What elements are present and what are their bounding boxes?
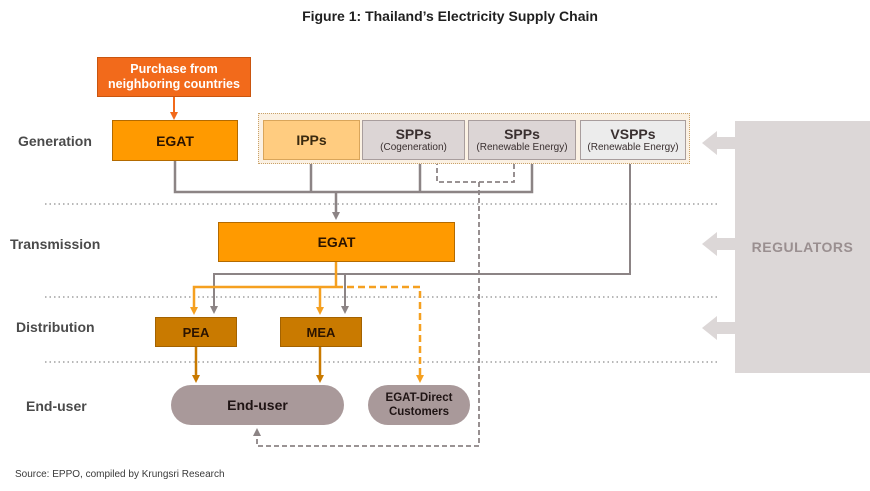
arrow-egat-to-pea	[190, 285, 336, 315]
vspps-renewable-subtitle: (Renewable Energy)	[587, 142, 679, 153]
spps-renewable-title: SPPs	[504, 126, 540, 142]
pea-box: PEA	[155, 317, 237, 347]
figure-title: Figure 1: Thailand’s Electricity Supply …	[302, 8, 598, 24]
spps-cogeneration-title: SPPs	[395, 126, 432, 142]
ipps-box: IPPs	[263, 120, 360, 160]
regulator-arrow-distribution	[702, 316, 735, 340]
stage-label-transmission: Transmission	[10, 236, 101, 252]
purchase-from-neighbors-box: Purchase from neighboring countries	[97, 57, 251, 97]
regulator-arrow-generation	[702, 131, 735, 155]
egat-generation-box: EGAT	[112, 120, 238, 161]
egat-transmission-box: EGAT	[218, 222, 455, 262]
spps-cogeneration-subtitle: (Cogeneration)	[380, 142, 447, 153]
vspps-renewable-box: VSPPs (Renewable Energy)	[580, 120, 686, 160]
arrow-egat-to-direct	[336, 285, 424, 383]
spps-renewable-box: SPPs (Renewable Energy)	[468, 120, 576, 160]
regulators-box: REGULATORS	[735, 121, 870, 373]
stage-label-distribution: Distribution	[16, 319, 95, 335]
mea-box: MEA	[280, 317, 362, 347]
spps-dashed-loop	[436, 160, 515, 183]
vspps-to-distribution-line	[210, 160, 631, 314]
regulator-arrow-transmission	[702, 232, 735, 256]
egat-direct-customers-box: EGAT-Direct Customers	[368, 385, 470, 425]
vspps-renewable-title: VSPPs	[610, 126, 656, 142]
spps-direct-dashed-line	[253, 182, 480, 447]
generation-bus-line	[173, 160, 534, 194]
spps-renewable-subtitle: (Renewable Energy)	[476, 142, 568, 153]
stage-label-end-user: End-user	[26, 398, 87, 414]
stage-label-generation: Generation	[18, 133, 92, 149]
end-user-box: End-user	[171, 385, 344, 425]
spps-cogeneration-box: SPPs (Cogeneration)	[362, 120, 465, 160]
source-note: Source: EPPO, compiled by Krungsri Resea…	[15, 469, 225, 480]
